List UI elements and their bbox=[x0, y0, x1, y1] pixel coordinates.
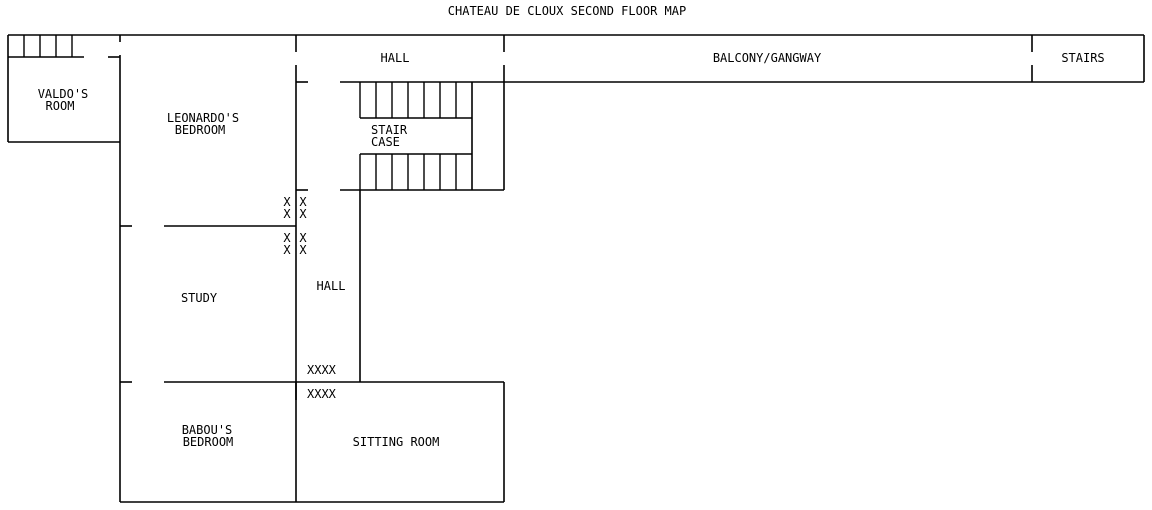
babous-bedroom-label-2: BEDROOM bbox=[183, 435, 234, 449]
map-title: CHATEAU DE CLOUX SECOND FLOOR MAP bbox=[448, 4, 686, 18]
babous-bedroom-label-1: BABOU'S bbox=[182, 423, 233, 437]
valdos-room-label-2: ROOM bbox=[46, 99, 75, 113]
leonardos-bedroom-label-1: LEONARDO'S bbox=[167, 111, 239, 125]
sitting-room[interactable]: SITTING ROOM bbox=[353, 435, 440, 449]
stairs-label: STAIRS bbox=[1061, 51, 1104, 65]
xxxx-marker-upper: XXXX bbox=[307, 363, 337, 377]
babous-bedroom[interactable]: BABOU'S BEDROOM bbox=[182, 423, 234, 449]
xxxx-marker-lower: XXXX bbox=[307, 387, 337, 401]
leonardos-bedroom-label-2: BEDROOM bbox=[175, 123, 226, 137]
stairs-area[interactable]: STAIRS bbox=[1061, 51, 1104, 65]
side-hall-label: HALL bbox=[317, 279, 346, 293]
balcony-gangway[interactable]: BALCONY/GANGWAY bbox=[713, 51, 822, 65]
study-room[interactable]: STUDY bbox=[181, 291, 218, 305]
x-marker: X bbox=[283, 207, 291, 221]
staircase-label-2: CASE bbox=[371, 135, 400, 149]
valdos-room-label-1: VALDO'S bbox=[38, 87, 89, 101]
x-marker: X bbox=[283, 243, 291, 257]
top-hall[interactable]: HALL bbox=[381, 51, 410, 65]
valdos-room[interactable]: VALDO'S ROOM bbox=[38, 87, 89, 113]
top-hall-label: HALL bbox=[381, 51, 410, 65]
x-marker: X bbox=[299, 231, 307, 245]
door-markers: X X X X X X X X XXXX XXXX bbox=[283, 195, 336, 401]
x-marker: X bbox=[299, 195, 307, 209]
leonardos-bedroom[interactable]: LEONARDO'S BEDROOM bbox=[167, 111, 239, 137]
study-label: STUDY bbox=[181, 291, 218, 305]
x-marker: X bbox=[299, 243, 307, 257]
stair-treads bbox=[23, 35, 457, 190]
x-marker: X bbox=[283, 231, 291, 245]
staircase[interactable]: STAIR CASE bbox=[371, 123, 408, 149]
sitting-room-label: SITTING ROOM bbox=[353, 435, 440, 449]
staircase-label-1: STAIR bbox=[371, 123, 408, 137]
side-hall[interactable]: HALL bbox=[317, 279, 346, 293]
x-marker: X bbox=[283, 195, 291, 209]
x-marker: X bbox=[299, 207, 307, 221]
balcony-gangway-label: BALCONY/GANGWAY bbox=[713, 51, 822, 65]
walls bbox=[7, 34, 1145, 503]
